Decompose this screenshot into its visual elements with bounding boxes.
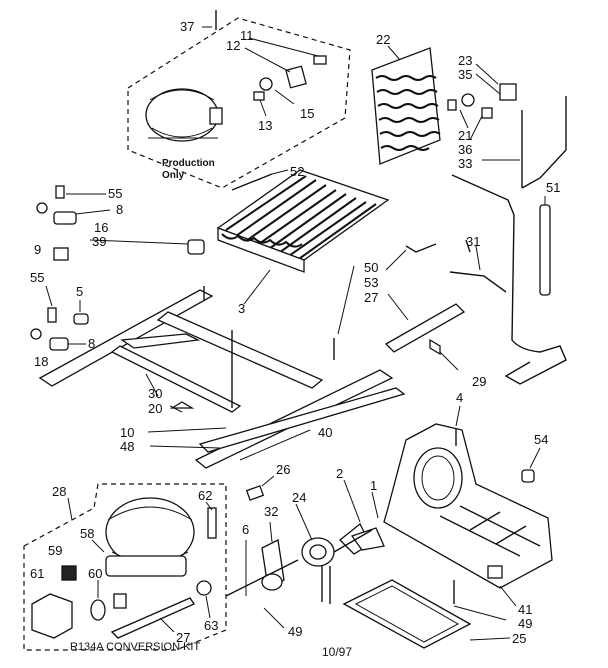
callout-15: 15 xyxy=(300,106,314,121)
callout-24: 24 xyxy=(292,490,306,505)
callout-32: 32 xyxy=(264,504,278,519)
compressor-upper xyxy=(145,88,223,142)
callout-52: 52 xyxy=(290,164,304,179)
callout-26: 26 xyxy=(276,462,290,477)
callout-30: 30 xyxy=(148,386,162,401)
callout-11: 11 xyxy=(240,28,254,43)
callout-18: 18 xyxy=(34,354,48,369)
production-only-line2: Only xyxy=(162,170,185,181)
callout-16: 16 xyxy=(94,220,108,235)
conversion-kit-group xyxy=(23,483,227,651)
callout-5: 5 xyxy=(76,284,83,299)
callout-61: 61 xyxy=(30,566,44,581)
callout-51: 51 xyxy=(546,180,560,195)
callout-4: 4 xyxy=(456,390,463,405)
callout-55b: 55 xyxy=(30,270,44,285)
callout-1: 1 xyxy=(370,478,377,493)
callout-3: 3 xyxy=(238,301,245,316)
left-small-parts xyxy=(30,185,205,351)
callout-49b: 49 xyxy=(288,624,302,639)
callout-58: 58 xyxy=(80,526,94,541)
callout-28: 28 xyxy=(52,484,66,499)
callout-35: 35 xyxy=(458,67,472,82)
callout-36: 36 xyxy=(458,142,472,157)
callout-13: 13 xyxy=(258,118,272,133)
callout-6: 6 xyxy=(242,522,249,537)
callout-22: 22 xyxy=(376,32,390,47)
callout-31: 31 xyxy=(466,234,480,249)
callout-63: 63 xyxy=(204,618,218,633)
drier-assembly xyxy=(384,239,507,356)
tube-51 xyxy=(539,204,551,296)
capillary-tube xyxy=(451,174,567,385)
frame-rails xyxy=(38,286,406,469)
callout-41: 41 xyxy=(518,602,532,617)
grommet-54 xyxy=(521,469,535,483)
callout-27a: 27 xyxy=(364,290,378,305)
callout-40: 40 xyxy=(318,425,332,440)
callout-55a: 55 xyxy=(108,186,122,201)
callout-60: 60 xyxy=(88,566,102,581)
footer-date: 10/97 xyxy=(322,645,352,659)
callout-37: 37 xyxy=(180,19,194,34)
callout-33: 33 xyxy=(458,156,472,171)
callout-54: 54 xyxy=(534,432,548,447)
callout-2: 2 xyxy=(336,466,343,481)
fan-motor-assembly xyxy=(225,485,385,604)
callout-27b: 27 xyxy=(176,630,190,645)
callout-23: 23 xyxy=(458,53,472,68)
callout-62: 62 xyxy=(198,488,212,503)
relay-part xyxy=(253,55,327,101)
callout-21: 21 xyxy=(458,128,472,143)
condenser-coil xyxy=(371,47,441,165)
callout-9: 9 xyxy=(34,242,41,257)
fan-bracket xyxy=(383,423,553,589)
callout-49a: 49 xyxy=(518,616,532,631)
callout-50: 50 xyxy=(364,260,378,275)
production-compressor-group: Production Only xyxy=(127,17,351,189)
callout-53: 53 xyxy=(364,275,378,290)
callouts: 37 11 12 22 23 35 15 13 21 36 33 52 51 5… xyxy=(30,19,560,646)
callout-8a: 8 xyxy=(116,202,123,217)
callout-12: 12 xyxy=(226,38,240,53)
callout-10: 10 xyxy=(120,425,134,440)
callout-48: 48 xyxy=(120,439,134,454)
callout-59: 59 xyxy=(48,543,62,558)
evaporator-coil xyxy=(216,169,390,273)
callout-20: 20 xyxy=(148,401,162,416)
callout-39: 39 xyxy=(92,234,106,249)
drier-parts xyxy=(447,83,567,189)
production-only-line1: Production xyxy=(162,158,215,169)
callout-25: 25 xyxy=(512,631,526,646)
drain-pan xyxy=(342,579,472,649)
heater-52 xyxy=(231,173,273,191)
callout-29: 29 xyxy=(472,374,486,389)
conversion-kit-label: R134A CONVERSION KIT xyxy=(70,641,200,653)
callout-8b: 8 xyxy=(88,336,95,351)
